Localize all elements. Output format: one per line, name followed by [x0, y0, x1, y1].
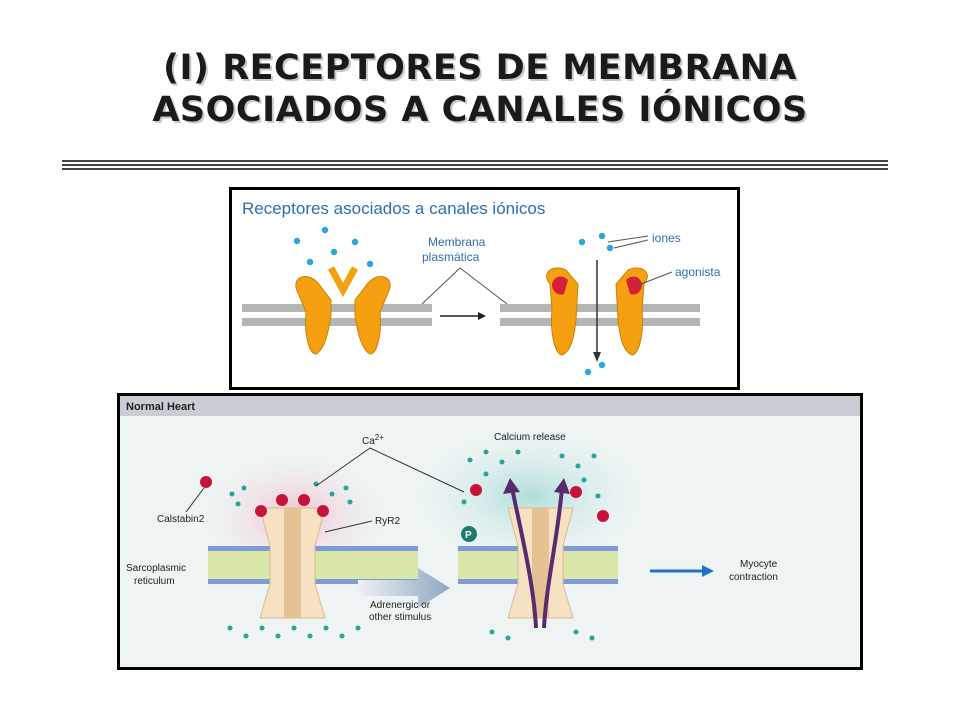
ryr2-label: RyR2 — [375, 516, 400, 527]
ion-channel-receptor-figure: Receptores asociados a canales iónicos M… — [229, 187, 740, 390]
slide-title-line2: ASOCIADOS A CANALES IÓNICOS — [152, 90, 808, 130]
ca-label-text: Ca — [362, 436, 375, 447]
result-label-line2: contraction — [729, 572, 778, 583]
calstabin-label: Calstabin2 — [157, 514, 205, 525]
ca-label: Ca2+ — [362, 433, 384, 447]
calstabin-spheres — [200, 476, 329, 517]
contraction-arrow — [650, 565, 714, 577]
ca-label-sup: 2+ — [375, 433, 384, 442]
agonist-pointer — [635, 271, 673, 287]
membrane-right — [500, 304, 700, 326]
ions-pointer-1 — [607, 235, 649, 243]
calstabin-pointer — [185, 487, 205, 513]
membrane-label-line1: Membrana — [428, 235, 486, 249]
efflux-arrowhead-left — [503, 478, 520, 494]
stimulus-arrow — [358, 568, 450, 608]
slide-title-line1: (I) RECEPTORES DE MEMBRANA — [163, 48, 797, 88]
ions-outside-left — [293, 226, 374, 268]
result-label-line1: Myocyte — [740, 559, 778, 570]
title-divider-3 — [62, 168, 888, 170]
header-bar — [120, 396, 860, 416]
ryr2-pointer — [324, 520, 373, 533]
ca-pointer — [315, 447, 465, 493]
membrane-label-line2: plasmática — [422, 250, 480, 264]
stimulus-label-line1: Adrenergic or — [370, 600, 431, 611]
ions-open-receptor — [578, 232, 614, 376]
ryr2-diagram: Normal Heart — [120, 396, 860, 641]
ion-channel-diagram: Receptores asociados a canales iónicos M… — [242, 199, 721, 376]
calcium-ions — [227, 449, 601, 641]
title-divider-2 — [62, 164, 888, 166]
agonist-left — [552, 276, 568, 295]
phosphate-label: P — [465, 530, 472, 541]
agonist-right — [626, 276, 642, 295]
ryr2-calcium-release-figure: Normal Heart — [117, 393, 863, 670]
stimulus-label-line2: other stimulus — [369, 612, 431, 623]
efflux-arrowhead-right — [554, 478, 570, 494]
open-receptor — [546, 267, 648, 356]
calstabin-released — [470, 484, 609, 522]
header-normal-heart: Normal Heart — [126, 401, 195, 413]
ions-label: iones — [652, 231, 681, 245]
figure-heading: Receptores asociados a canales iónicos — [242, 199, 545, 218]
ion-flow-arrow — [593, 260, 601, 362]
phosphate-badge — [461, 526, 477, 542]
agonist-label: agonista — [675, 265, 721, 279]
ions-pointer-2 — [613, 239, 649, 249]
closed-receptor — [295, 266, 391, 355]
calcium-release-label: Calcium release — [494, 432, 566, 443]
sr-label-line2: reticulum — [134, 576, 175, 587]
membrane-left — [242, 304, 432, 326]
title-divider-1 — [62, 160, 888, 162]
ryr2-channel-closed — [259, 507, 326, 619]
calcium-efflux-arrows — [510, 487, 564, 629]
membrane-pointer — [421, 267, 508, 305]
transition-arrow — [440, 312, 486, 320]
sr-label-line1: Sarcoplasmic — [126, 563, 186, 574]
